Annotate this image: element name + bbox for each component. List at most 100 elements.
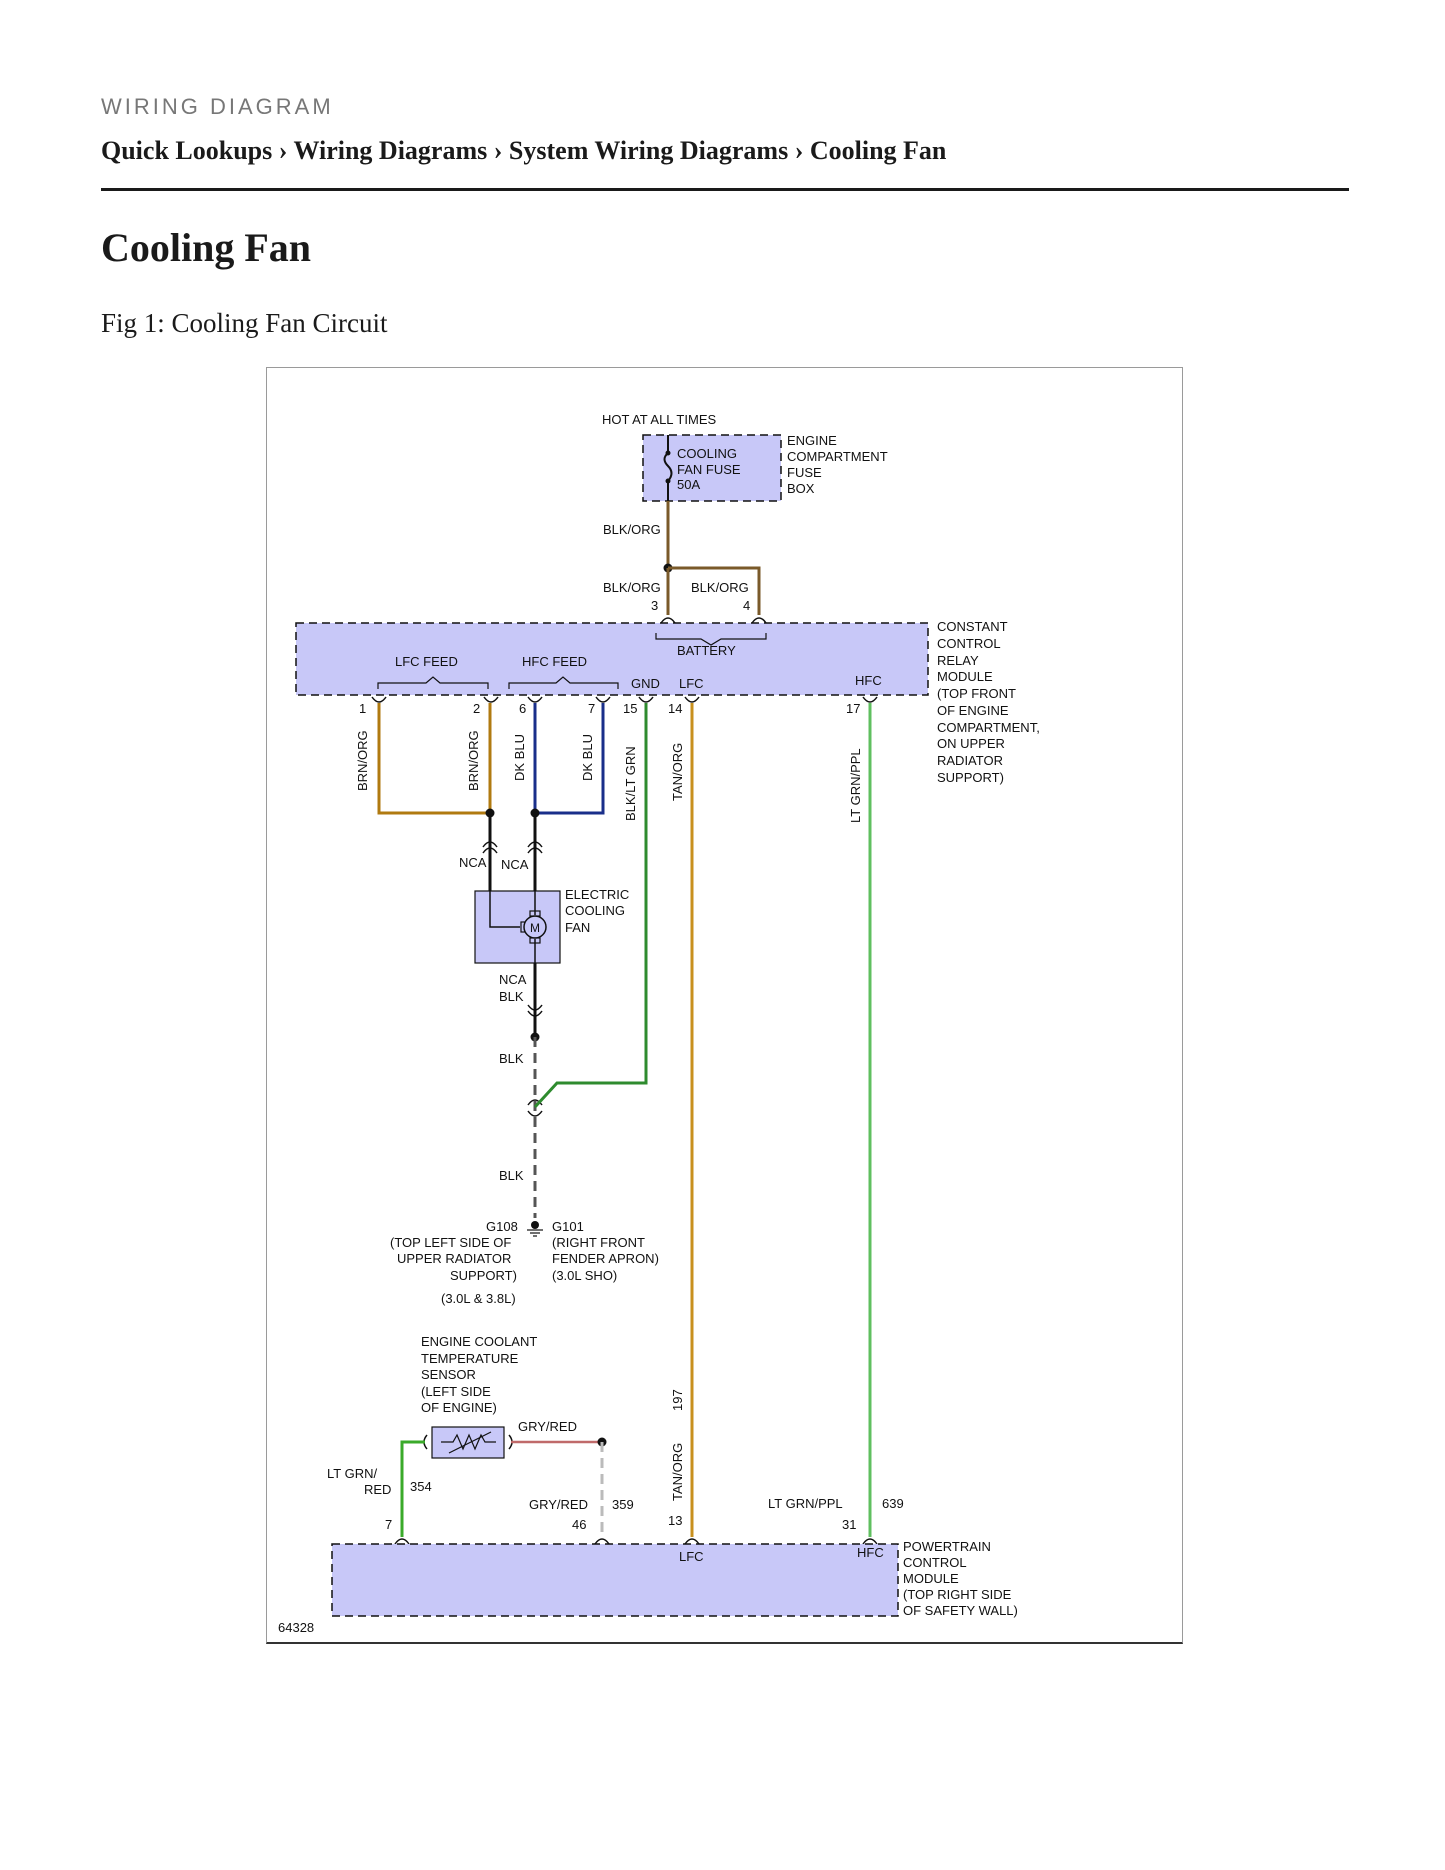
relay-lfc-label: LFC — [679, 676, 704, 691]
wire-label-dk-blu-1: DK BLU — [512, 734, 527, 781]
fuse-box-desc-3: FUSE — [787, 465, 822, 480]
fan-desc-3: FAN — [565, 920, 590, 935]
ground-g101-desc-3: (3.0L SHO) — [552, 1268, 617, 1283]
relay-pin-17: 17 — [846, 701, 860, 716]
wire-lt-grn-red — [400, 1440, 425, 1537]
wire-label-dk-blu-2: DK BLU — [580, 734, 595, 781]
fuse-box-desc-4: BOX — [787, 481, 815, 496]
ecs-desc-5: OF ENGINE) — [421, 1400, 497, 1415]
page-kicker: WIRING DIAGRAM — [101, 94, 334, 119]
pcm-desc-3: MODULE — [903, 1571, 959, 1586]
powertrain-control-module — [331, 1543, 899, 1617]
breadcrumb-wiring-diagrams[interactable]: Wiring Diagrams — [293, 136, 488, 165]
relay-desc-9: RADIATOR — [937, 753, 1003, 768]
wire-label-brn-org-2: BRN/ORG — [466, 730, 481, 791]
relay-desc-10: SUPPORT) — [937, 770, 1004, 785]
fuse-label-2: FAN FUSE — [677, 462, 741, 477]
pcm-pin-7: 7 — [385, 1517, 392, 1532]
ground-g108-desc-2: UPPER RADIATOR — [397, 1251, 511, 1266]
relay-desc-6: OF ENGINE — [937, 703, 1009, 718]
relay-hfc-label: HFC — [855, 673, 882, 688]
circuit-639: 639 — [882, 1496, 904, 1511]
ground-g101-label: G101 — [552, 1219, 584, 1234]
figure-caption: Fig 1: Cooling Fan Circuit — [101, 308, 388, 338]
header-divider — [101, 188, 1349, 191]
relay-desc-3: RELAY — [937, 653, 979, 668]
breadcrumb: Quick Lookups › Wiring Diagrams › System… — [101, 136, 946, 166]
constant-control-relay-module — [295, 622, 929, 696]
relay-desc-1: CONSTANT — [937, 619, 1008, 634]
ecs-desc-3: SENSOR — [421, 1367, 476, 1382]
breadcrumb-separator: › — [278, 136, 288, 165]
pcm-lfc-label: LFC — [679, 1549, 704, 1564]
pcm-pin-13: 13 — [668, 1513, 682, 1528]
connector-nca-left: NCA — [459, 855, 487, 870]
wire-label-brn-org-1: BRN/ORG — [355, 730, 370, 791]
wire-label-gry-red-lower: GRY/RED — [529, 1497, 588, 1512]
ground-g108-desc-3: SUPPORT) — [450, 1268, 517, 1283]
relay-pin-3: 3 — [651, 598, 658, 613]
relay-pin-1: 1 — [359, 701, 366, 716]
ground-g101-desc-2: FENDER APRON) — [552, 1251, 659, 1266]
wiring-diagram-figure: HOT AT ALL TIMES COOLING FAN FUSE 50A EN… — [266, 367, 1183, 1644]
pcm-desc-5: OF SAFETY WALL) — [903, 1603, 1018, 1618]
relay-gnd-label: GND — [631, 676, 660, 691]
wire-label-blk-2: BLK — [499, 1051, 524, 1066]
fuse-box-desc-1: ENGINE — [787, 433, 837, 448]
relay-desc-8: ON UPPER — [937, 736, 1005, 751]
relay-battery-label: BATTERY — [677, 643, 736, 658]
fan-desc-2: COOLING — [565, 903, 625, 918]
pcm-desc-2: CONTROL — [903, 1555, 967, 1570]
circuit-359: 359 — [612, 1497, 634, 1512]
wire-label-lt-grn-red-2: RED — [364, 1482, 391, 1497]
fuse-label-1: COOLING — [677, 446, 737, 461]
wire-label-tan-org-lower: TAN/ORG — [670, 1443, 685, 1501]
circuit-197: 197 — [670, 1389, 685, 1411]
pcm-desc-1: POWERTRAIN — [903, 1539, 991, 1554]
relay-desc-2: CONTROL — [937, 636, 1001, 651]
connector-nca-right: NCA — [501, 857, 529, 872]
relay-pin-4: 4 — [743, 598, 750, 613]
relay-pin-2: 2 — [473, 701, 480, 716]
ecs-desc-1: ENGINE COOLANT — [421, 1334, 537, 1349]
ground-g108-desc-1: (TOP LEFT SIDE OF — [390, 1235, 511, 1250]
breadcrumb-separator: › — [493, 136, 503, 165]
wire-label-blk-org-right: BLK/ORG — [691, 580, 749, 595]
wire-dk-blu-pin7 — [535, 703, 605, 815]
wire-label-blk-org-left: BLK/ORG — [603, 580, 661, 595]
page-title: Cooling Fan — [101, 225, 312, 270]
relay-desc-7: COMPARTMENT, — [937, 720, 1040, 735]
wire-label-lt-grn-red-1: LT GRN/ — [327, 1466, 377, 1481]
fuse-box — [642, 434, 782, 502]
wire-label-blk-org-main: BLK/ORG — [603, 522, 661, 537]
breadcrumb-current: Cooling Fan — [809, 136, 947, 165]
wire-label-blk-3: BLK — [499, 1168, 524, 1183]
wire-label-lt-grn-ppl-upper: LT GRN/PPL — [848, 748, 863, 823]
fuse-symbol — [663, 435, 673, 501]
breadcrumb-separator: › — [794, 136, 804, 165]
fan-desc-1: ELECTRIC — [565, 887, 629, 902]
connector-nca-ground: NCA — [499, 972, 527, 987]
pcm-pin-46: 46 — [572, 1517, 586, 1532]
relay-desc-5: (TOP FRONT — [937, 686, 1016, 701]
wire-label-gry-red-upper: GRY/RED — [518, 1419, 577, 1434]
ecs-desc-2: TEMPERATURE — [421, 1351, 519, 1366]
fuse-box-desc-2: COMPARTMENT — [787, 449, 888, 464]
breadcrumb-quick-lookups[interactable]: Quick Lookups — [101, 136, 273, 165]
wire-label-lt-grn-ppl-lower: LT GRN/PPL — [768, 1496, 843, 1511]
wire-blk-org-pin4 — [668, 566, 761, 615]
figure-id: 64328 — [278, 1620, 314, 1635]
wire-label-blk-1: BLK — [499, 989, 524, 1004]
wire-brn-org-pin1 — [377, 703, 490, 815]
ground-g108-label: G108 — [486, 1219, 518, 1234]
ecs-desc-4: (LEFT SIDE — [421, 1384, 491, 1399]
wire-label-blk-lt-grn: BLK/LT GRN — [623, 746, 638, 821]
hot-at-all-times-label: HOT AT ALL TIMES — [602, 412, 716, 427]
wiring-diagram: HOT AT ALL TIMES COOLING FAN FUSE 50A EN… — [278, 412, 1040, 1635]
relay-lfc-feed-label: LFC FEED — [395, 654, 458, 669]
breadcrumb-system-wiring-diagrams[interactable]: System Wiring Diagrams — [508, 136, 789, 165]
pcm-desc-4: (TOP RIGHT SIDE — [903, 1587, 1012, 1602]
relay-pin-6: 6 — [519, 701, 526, 716]
circuit-354: 354 — [410, 1479, 432, 1494]
relay-pin-7: 7 — [588, 701, 595, 716]
